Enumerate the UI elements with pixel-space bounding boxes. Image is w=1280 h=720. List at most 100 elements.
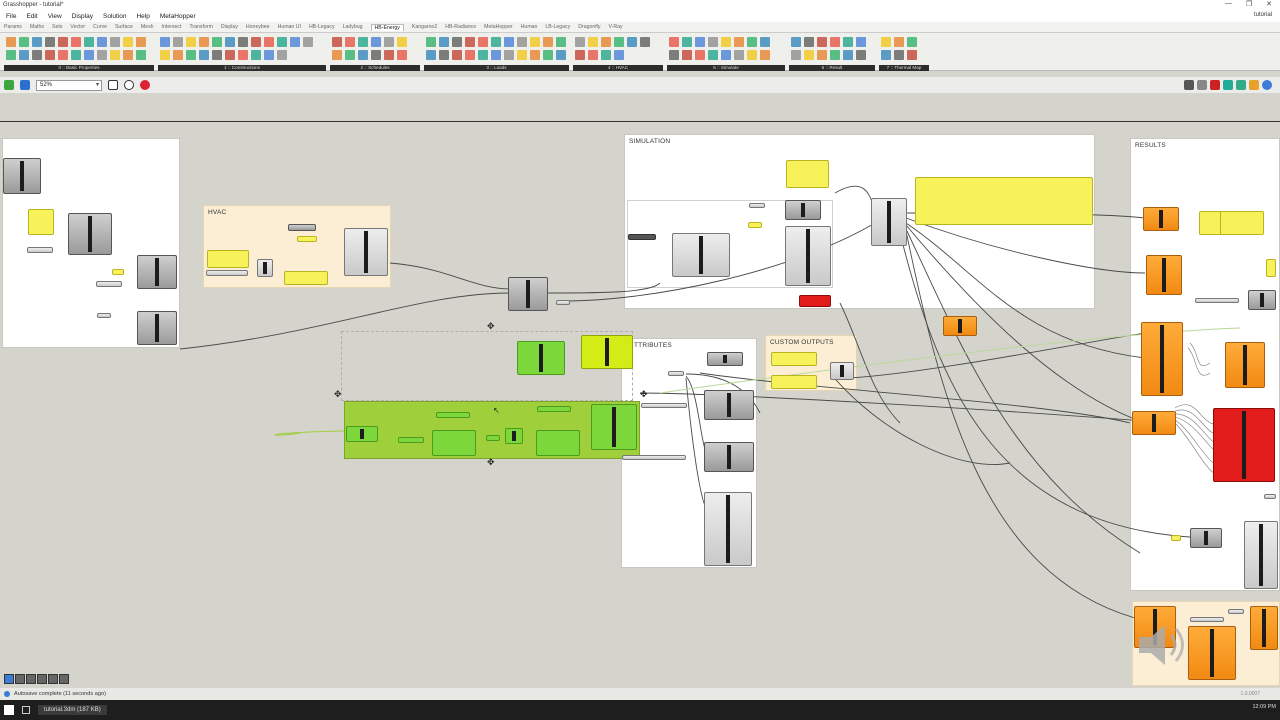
component-node[interactable]: [257, 259, 273, 277]
panel-node[interactable]: [112, 269, 124, 275]
component-icon[interactable]: [136, 50, 146, 60]
selected-slider[interactable]: [398, 437, 424, 443]
component-icon[interactable]: [384, 37, 394, 47]
component-icon[interactable]: [160, 37, 170, 47]
component-icon[interactable]: [384, 50, 394, 60]
component-icon[interactable]: [517, 50, 527, 60]
component-icon[interactable]: [556, 50, 566, 60]
param-node[interactable]: [641, 403, 687, 408]
start-icon[interactable]: [4, 705, 14, 715]
result-component[interactable]: [1225, 342, 1265, 388]
preview-shaded-icon[interactable]: [1197, 80, 1207, 90]
component-icon[interactable]: [173, 50, 183, 60]
panel-node[interactable]: [771, 375, 817, 389]
open-file-icon[interactable]: [4, 80, 14, 90]
component-icon[interactable]: [173, 37, 183, 47]
hvac-component[interactable]: [344, 228, 388, 276]
selected-component[interactable]: [517, 341, 565, 375]
tab-intersect[interactable]: Intersect: [161, 24, 182, 30]
component-icon[interactable]: [856, 37, 866, 47]
panel-node[interactable]: [1220, 211, 1264, 235]
tab-honeybee[interactable]: Honeybee: [245, 24, 270, 30]
component-icon[interactable]: [894, 50, 904, 60]
component-icon[interactable]: [345, 37, 355, 47]
component-icon[interactable]: [588, 50, 598, 60]
component-icon[interactable]: [530, 37, 540, 47]
tab-lb-legacy[interactable]: LB-Legacy: [545, 24, 571, 30]
move-handle-icon[interactable]: ✥: [640, 389, 648, 399]
selected-component[interactable]: [346, 426, 378, 442]
document-preview-icon[interactable]: [1223, 80, 1233, 90]
component-icon[interactable]: [627, 37, 637, 47]
tab-kangaroo2[interactable]: Kangaroo2: [411, 24, 438, 30]
component-icon[interactable]: [84, 50, 94, 60]
param-node[interactable]: [556, 300, 570, 305]
component-node[interactable]: [137, 311, 177, 345]
component-icon[interactable]: [491, 37, 501, 47]
result-component[interactable]: [943, 316, 977, 336]
tab-curve[interactable]: Curve: [93, 24, 107, 30]
tab-human-ui[interactable]: Human UI: [277, 24, 301, 30]
component-icon[interactable]: [97, 50, 107, 60]
component-icon[interactable]: [465, 50, 475, 60]
component-icon[interactable]: [804, 50, 814, 60]
panel-node[interactable]: [786, 160, 829, 188]
widget-icon[interactable]: [37, 674, 47, 684]
component-icon[interactable]: [439, 37, 449, 47]
taskbar-app-rhino[interactable]: tutorial.3dm (187 KB): [38, 705, 107, 715]
component-icon[interactable]: [614, 37, 624, 47]
component-icon[interactable]: [186, 37, 196, 47]
component-icon[interactable]: [58, 50, 68, 60]
component-icon[interactable]: [721, 37, 731, 47]
component-icon[interactable]: [881, 37, 891, 47]
component-icon[interactable]: [397, 37, 407, 47]
component-icon[interactable]: [791, 50, 801, 60]
component-icon[interactable]: [452, 37, 462, 47]
component-icon[interactable]: [747, 37, 757, 47]
run-simulation-component[interactable]: [871, 198, 907, 246]
component-icon[interactable]: [517, 37, 527, 47]
simulation-output-panel[interactable]: [915, 177, 1093, 225]
param-node[interactable]: [97, 313, 111, 318]
panel-node[interactable]: [1171, 535, 1181, 541]
tab-display[interactable]: Display: [220, 24, 238, 30]
preview-selected-icon[interactable]: [1210, 80, 1220, 90]
component-icon[interactable]: [695, 37, 705, 47]
slider-node[interactable]: [1195, 298, 1239, 303]
component-icon[interactable]: [830, 50, 840, 60]
paint-brush-icon[interactable]: [140, 80, 150, 90]
param-node[interactable]: [628, 234, 656, 240]
tab-vector[interactable]: Vector: [70, 24, 86, 30]
component-icon[interactable]: [6, 50, 16, 60]
component-icon[interactable]: [708, 37, 718, 47]
zoom-dropdown[interactable]: 52%: [36, 79, 102, 91]
widget-icon[interactable]: [48, 674, 58, 684]
component-icon[interactable]: [19, 50, 29, 60]
component-icon[interactable]: [601, 50, 611, 60]
component-icon[interactable]: [894, 37, 904, 47]
component-icon[interactable]: [734, 37, 744, 47]
component-icon[interactable]: [225, 50, 235, 60]
zoom-extents-icon[interactable]: [108, 80, 118, 90]
component-icon[interactable]: [332, 37, 342, 47]
param-node[interactable]: [749, 203, 765, 208]
component-icon[interactable]: [45, 50, 55, 60]
move-handle-icon[interactable]: ✥: [487, 321, 495, 331]
component-icon[interactable]: [264, 37, 274, 47]
tab-metahopper[interactable]: MetaHopper: [484, 24, 513, 30]
component-icon[interactable]: [504, 50, 514, 60]
component-icon[interactable]: [19, 37, 29, 47]
component-node[interactable]: [830, 362, 854, 380]
component-icon[interactable]: [669, 50, 679, 60]
component-icon[interactable]: [277, 37, 287, 47]
component-icon[interactable]: [843, 37, 853, 47]
component-node[interactable]: [68, 213, 112, 255]
component-icon[interactable]: [760, 50, 770, 60]
tab-maths[interactable]: Maths: [29, 24, 45, 30]
component-icon[interactable]: [478, 37, 488, 47]
component-icon[interactable]: [97, 37, 107, 47]
move-handle-icon[interactable]: ✥: [487, 457, 495, 467]
slider-node[interactable]: [1190, 617, 1224, 622]
tab-ladybug[interactable]: Ladybug: [342, 24, 363, 30]
component-icon[interactable]: [614, 50, 624, 60]
